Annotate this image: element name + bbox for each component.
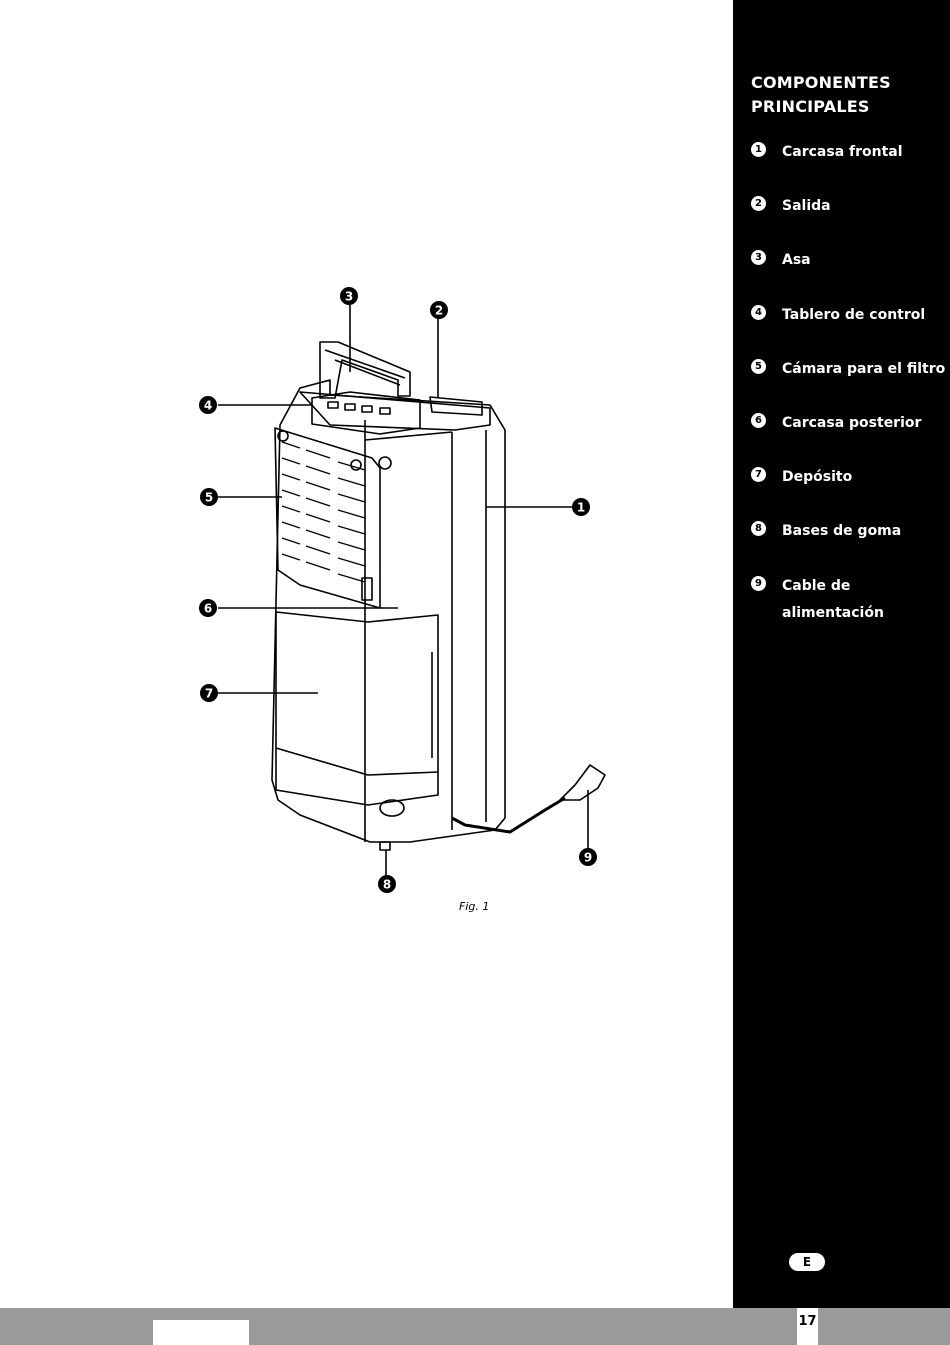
tank-outline <box>275 611 439 806</box>
footer-white-block <box>153 1320 249 1345</box>
component-item-4: 4 Tablero de control <box>751 302 950 330</box>
svg-text:5: 5 <box>205 491 213 505</box>
component-number-6: 6 <box>751 413 766 428</box>
component-label-2: Salida <box>782 198 831 214</box>
svg-text:9: 9 <box>584 851 592 865</box>
callout-9: 9 <box>579 848 597 866</box>
sidebar-title-line2: PRINCIPALES <box>751 97 870 116</box>
plug-outline <box>559 764 606 801</box>
component-label-9-line2: alimentación <box>782 605 884 621</box>
control-panel-outline <box>311 391 421 435</box>
page-footer: 17 <box>0 1308 950 1345</box>
component-label-7: Depósito <box>782 469 853 485</box>
component-number-5: 5 <box>751 359 766 374</box>
component-label-9: Cable de alimentación <box>782 573 947 627</box>
body-outline <box>271 379 506 843</box>
component-number-7: 7 <box>751 467 766 482</box>
callout-3: 3 <box>340 287 358 305</box>
component-item-6: 6 Carcasa posterior <box>751 410 950 438</box>
dehumidifier-illustration: 1 2 3 4 5 6 7 8 9 Fig. 1 <box>199 287 606 913</box>
component-item-8: 8 Bases de goma <box>751 518 950 546</box>
component-number-1: 1 <box>751 142 766 157</box>
component-item-5: 5 Cámara para el filtro <box>751 356 950 384</box>
component-item-3: 3 Asa <box>751 247 950 275</box>
callout-5: 5 <box>200 488 218 506</box>
svg-text:3: 3 <box>345 290 353 304</box>
callout-2: 2 <box>430 301 448 319</box>
svg-text:7: 7 <box>205 687 213 701</box>
component-item-9: 9 Cable de alimentación <box>751 573 950 629</box>
callout-1: 1 <box>572 498 590 516</box>
svg-text:2: 2 <box>435 304 443 318</box>
component-number-9: 9 <box>751 576 766 591</box>
svg-text:1: 1 <box>577 501 585 515</box>
callout-8: 8 <box>378 875 396 893</box>
language-badge: E <box>789 1253 825 1271</box>
component-number-8: 8 <box>751 521 766 536</box>
component-label-4: Tablero de control <box>782 307 926 323</box>
figure-caption: Fig. 1 <box>459 900 489 913</box>
component-label-9-line1: Cable de <box>782 578 851 594</box>
callout-6: 6 <box>199 599 217 617</box>
component-item-2: 2 Salida <box>751 193 950 221</box>
callout-4: 4 <box>199 396 217 414</box>
components-sidebar: COMPONENTES PRINCIPALES 1 Carcasa fronta… <box>733 0 950 1308</box>
component-label-6: Carcasa posterior <box>782 415 922 431</box>
page-number: 17 <box>797 1308 818 1345</box>
component-number-4: 4 <box>751 305 766 320</box>
svg-text:4: 4 <box>204 399 212 413</box>
svg-text:6: 6 <box>204 602 212 616</box>
sidebar-title: COMPONENTES PRINCIPALES <box>751 71 941 119</box>
component-label-5: Cámara para el filtro <box>782 361 946 377</box>
sidebar-title-line1: COMPONENTES <box>751 73 891 92</box>
component-label-8: Bases de goma <box>782 523 902 539</box>
product-figure: 1 2 3 4 5 6 7 8 9 Fig. 1 <box>199 287 606 913</box>
component-number-3: 3 <box>751 250 766 265</box>
handle-outline <box>319 341 411 399</box>
component-number-2: 2 <box>751 196 766 211</box>
callout-7: 7 <box>200 684 218 702</box>
component-label-1: Carcasa frontal <box>782 144 903 160</box>
component-item-7: 7 Depósito <box>751 464 950 492</box>
component-label-3: Asa <box>782 252 811 268</box>
svg-text:8: 8 <box>383 878 391 892</box>
component-item-1: 1 Carcasa frontal <box>751 139 950 167</box>
